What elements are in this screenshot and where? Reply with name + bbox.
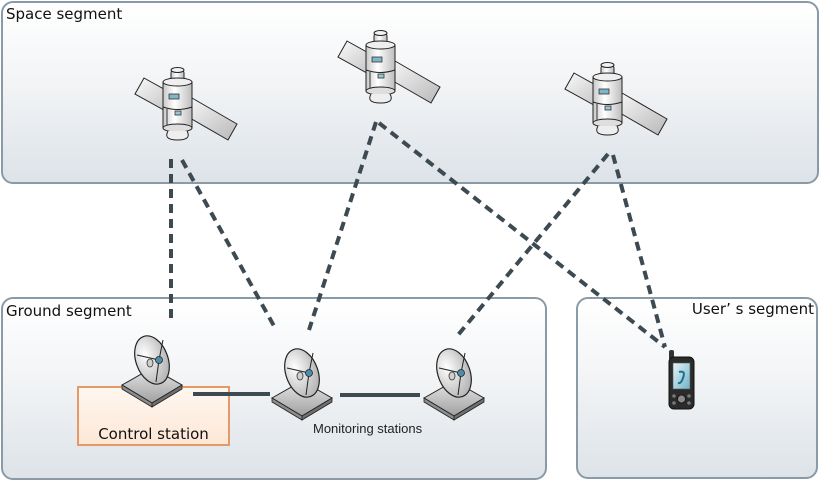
monitoring-station-1-dish-icon [271,343,333,421]
link-sat3-to-user [611,154,667,348]
monitoring-station-2-dish-icon [423,343,485,421]
link-sat2-to-monitor-1 [307,121,378,331]
satellite-icon [134,67,238,141]
link-sat1-to-monitor-1 [180,159,276,327]
satellite-icon [564,62,668,136]
user-segment-box [576,297,818,479]
mobile-phone-icon [668,350,695,410]
user-segment-label: User’ s segment [691,300,814,318]
monitoring-stations-label: Monitoring stations [313,421,423,436]
satellite-icon [337,30,441,104]
control-station-dish-icon [121,330,183,408]
link-sat2-to-user [377,121,667,349]
control-station-label: Control station [98,425,209,443]
ground-segment-label: Ground segment [6,302,132,320]
link-sat3-to-monitor-2 [456,152,610,337]
space-segment-label: Space segment [6,5,123,23]
